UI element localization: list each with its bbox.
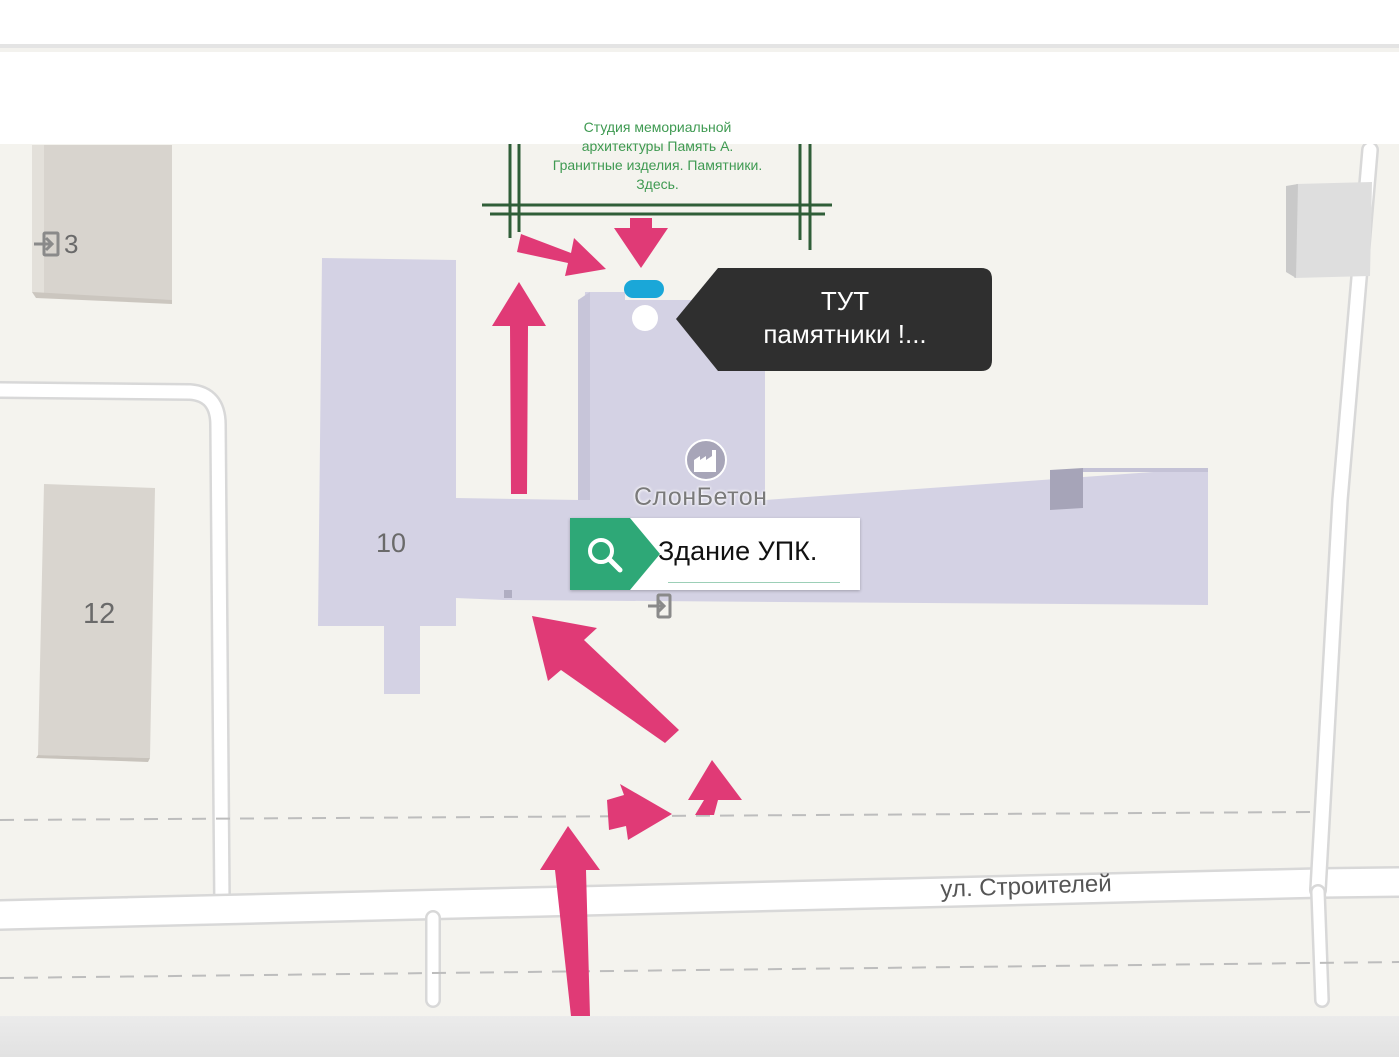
- building-12: [36, 484, 155, 762]
- entrance-number-3: 3: [64, 229, 79, 259]
- arrow-up-bottom: [540, 826, 600, 1016]
- callout-bubble: [676, 268, 992, 371]
- entrance-icon: [34, 231, 60, 257]
- arrow-diagonal: [532, 616, 679, 743]
- entrance-icon: [648, 593, 672, 619]
- marker-pill: [624, 280, 664, 298]
- callout-text: ТУТ памятники !...: [740, 285, 950, 351]
- arrow-right-bottom: [607, 784, 672, 840]
- search-button[interactable]: [570, 518, 660, 590]
- search-box[interactable]: Здание УПК.: [570, 518, 860, 590]
- building-number-12: 12: [83, 598, 116, 630]
- building-3: [32, 145, 172, 304]
- sign-line: Гранитные изделия. Памятники.: [552, 157, 763, 173]
- sign-line: Студия мемориальной: [583, 119, 732, 135]
- callout-line: ТУТ: [820, 286, 870, 316]
- map-graphics: [0, 144, 1399, 1016]
- direction-arrows: [492, 218, 742, 1016]
- header-band: [0, 52, 1399, 144]
- arrow-right-top: [517, 234, 606, 276]
- callout-line: памятники !...: [763, 319, 927, 349]
- sign-line: архитектуры Память А.: [581, 138, 734, 154]
- bottom-bar: [0, 1016, 1399, 1057]
- marker-dot: [632, 305, 658, 331]
- street-label: ул. Строителей: [940, 870, 1113, 903]
- search-underline: [668, 582, 840, 583]
- magnifier-icon: [570, 518, 660, 590]
- building-east: [1286, 182, 1372, 278]
- building-10: [318, 258, 1208, 694]
- arrow-up-bottom-right: [688, 760, 742, 815]
- top-bar: [0, 0, 1399, 48]
- sign-text: Студия мемориальной архитектуры Память А…: [520, 118, 795, 194]
- arrow-up-left-building: [492, 282, 546, 494]
- sign-line: Здесь.: [636, 176, 679, 192]
- arrow-down-top: [614, 218, 668, 268]
- sign-frame: [482, 144, 832, 250]
- search-input[interactable]: Здание УПК.: [658, 536, 818, 566]
- factory-icon: [685, 439, 727, 481]
- building-number-10: 10: [376, 528, 407, 558]
- poi-label[interactable]: СлонБетон: [634, 483, 768, 511]
